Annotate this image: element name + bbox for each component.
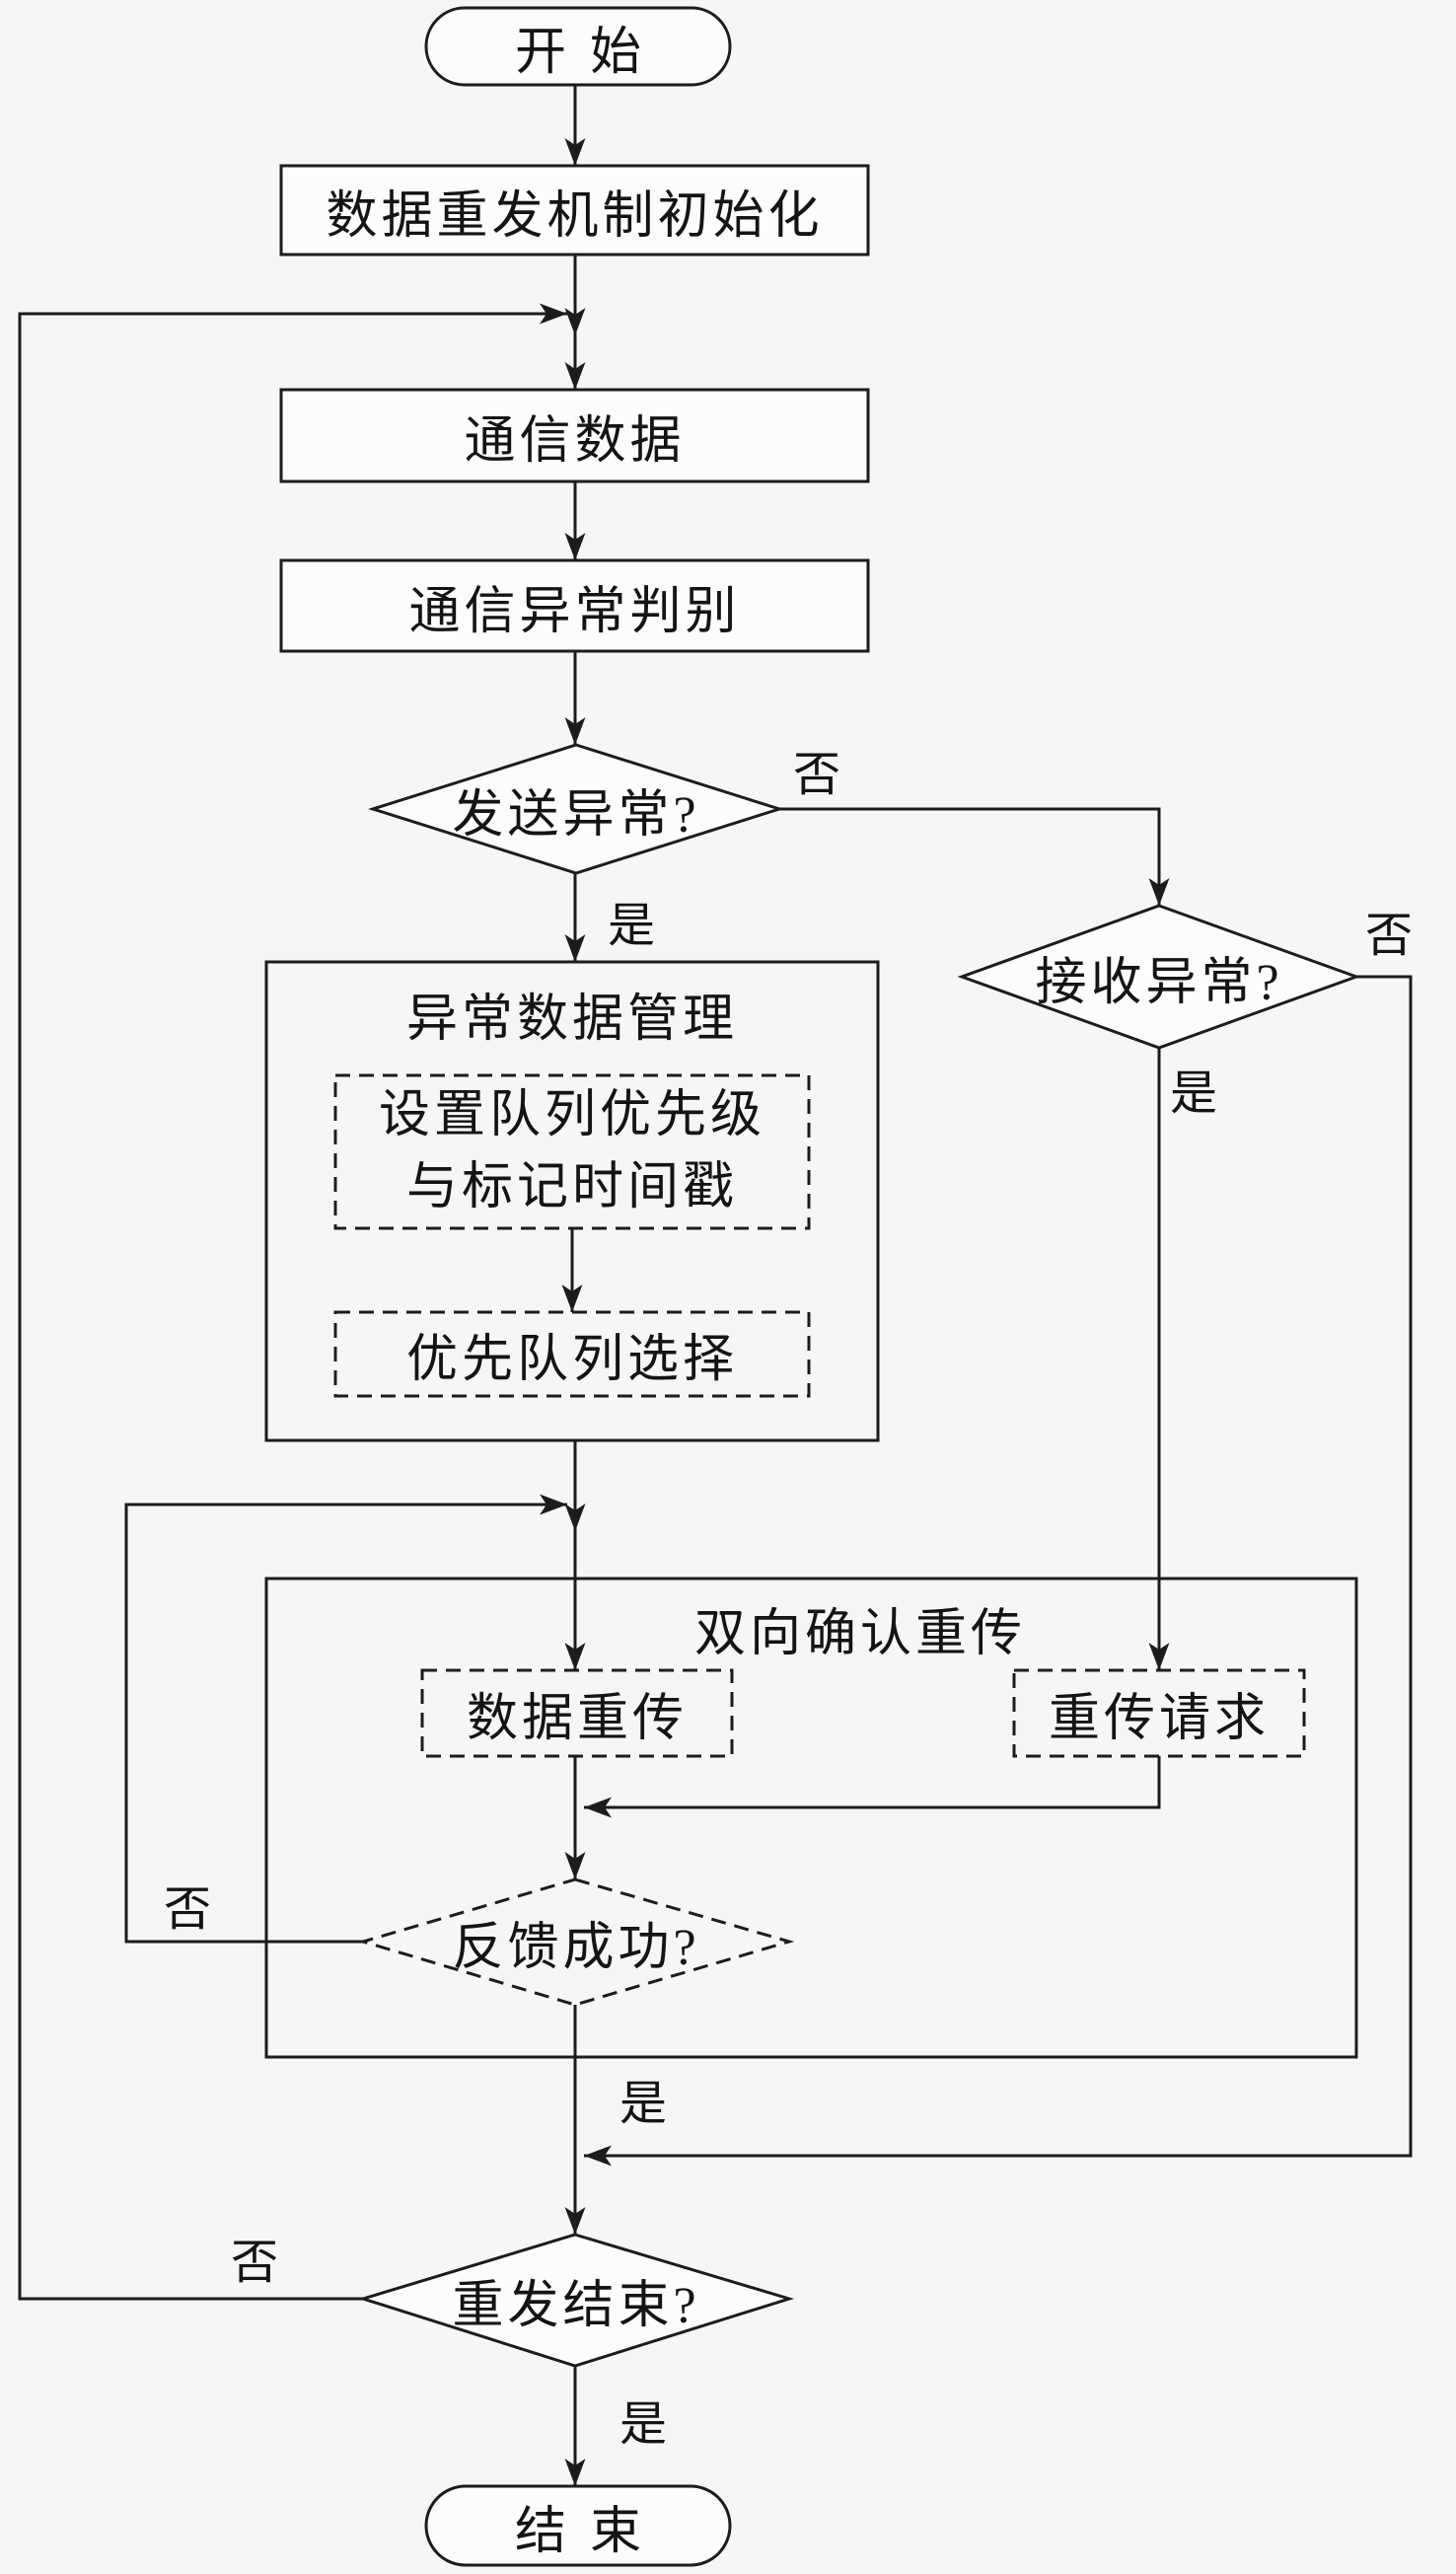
comm-data-label: 通信数据 [464, 413, 686, 470]
send-decision-label: 发送异常? [452, 786, 700, 844]
comm-check-box [279, 558, 870, 653]
end-label: 结束 [514, 2503, 665, 2560]
retrans-container-box [264, 1577, 1358, 2059]
start-terminator [424, 6, 732, 87]
queue-select-label: 优先队列选择 [405, 1332, 738, 1388]
edge-send-no [779, 807, 1170, 906]
queue-setup-line1: 设置队列优先级 [378, 1086, 765, 1143]
feedback-yes-label: 是 [619, 2078, 667, 2130]
send-yes-label: 是 [607, 900, 655, 952]
queue-setup-line2: 与标记时间戳 [405, 1158, 738, 1215]
start-label: 开始 [514, 24, 665, 81]
recv-yes-label: 是 [1169, 1067, 1217, 1120]
done-no-label: 否 [230, 2237, 278, 2289]
recv-decision-label: 接收异常? [1035, 954, 1283, 1011]
queue-setup-label: 设置队列优先级 与标记时间戳 [335, 1075, 809, 1228]
retrans-title: 双向确认重传 [693, 1605, 1026, 1662]
edge-recv-no-long [584, 975, 1413, 2167]
done-decision-label: 重发结束? [452, 2278, 700, 2334]
data-retrans-label: 数据重传 [466, 1691, 688, 1747]
init-label: 数据重发机制初始化 [326, 187, 824, 245]
init-process-box [279, 164, 870, 257]
edge-request-merge [584, 1756, 1161, 1818]
done-yes-label: 是 [619, 2398, 667, 2451]
recv-no-label: 否 [1364, 910, 1413, 962]
feedback-no-label: 否 [163, 1883, 211, 1936]
edge-feedback-no-loop [124, 1494, 567, 1944]
send-no-label: 否 [792, 749, 840, 801]
comm-check-label: 通信异常判别 [408, 583, 741, 640]
edge-done-no-loop [18, 303, 567, 2301]
data-retrans-box [420, 1668, 734, 1758]
mgmt-container-box [264, 960, 880, 1442]
feedback-decision-diamond [357, 1877, 795, 2007]
retrans-request-label: 重传请求 [1048, 1691, 1270, 1747]
end-terminator [424, 2484, 732, 2567]
feedback-decision-label: 反馈成功? [452, 1920, 700, 1976]
mgmt-title: 异常数据管理 [405, 991, 738, 1048]
